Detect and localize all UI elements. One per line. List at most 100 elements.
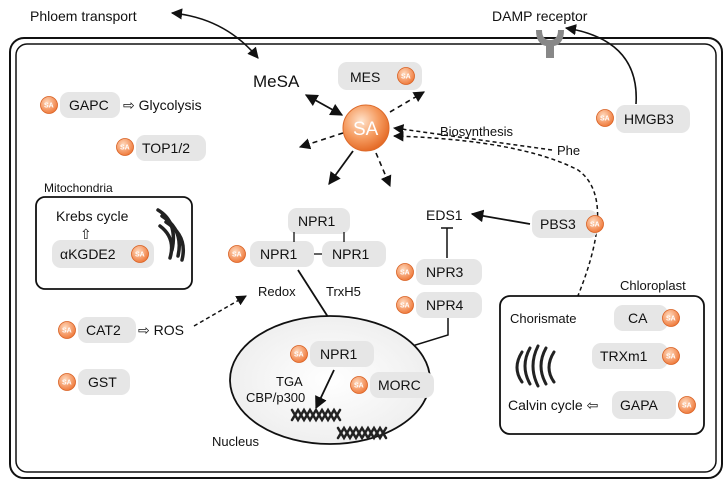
morc-label: MORC — [378, 377, 421, 393]
svg-text:SA: SA — [682, 403, 692, 410]
svg-text:SA: SA — [294, 352, 304, 359]
gapa-box — [612, 391, 676, 419]
sa-badge-icon: SA — [58, 321, 76, 339]
chorismate-label: Chorismate — [510, 311, 576, 326]
dna-helix-icon — [290, 407, 388, 441]
redox-label: Redox — [258, 284, 296, 299]
ca-label: CA — [628, 310, 648, 326]
svg-text:SA: SA — [400, 303, 410, 310]
sa-badge-icon: SA — [397, 67, 415, 85]
npr1-left-label: NPR1 — [260, 246, 298, 262]
npr4-box — [416, 292, 482, 318]
cat2-box — [78, 317, 136, 343]
svg-text:SA: SA — [232, 252, 242, 259]
svg-text:SA: SA — [401, 74, 411, 81]
mesa-label: MeSA — [253, 72, 300, 91]
cell-inner-membrane — [15, 43, 717, 473]
sa-mesa-arrow — [304, 94, 344, 116]
svg-text:SA: SA — [400, 270, 410, 277]
hmgb3-box — [616, 105, 690, 133]
phloem-arrow — [170, 8, 259, 59]
sa-badge-icon: SA — [116, 138, 134, 156]
cbp-p300-label: CBP/p300 — [246, 390, 305, 405]
damp-receptor-icon — [536, 30, 564, 58]
npr3-inhibits-eds1 — [441, 227, 453, 258]
pbs3-box — [532, 210, 598, 238]
calvin-cycle-label: Calvin cycle ⇦ — [508, 397, 598, 413]
gapc-box — [60, 92, 120, 118]
svg-text:SA: SA — [135, 252, 145, 259]
npr1-right-box — [322, 241, 386, 267]
akgde2-box — [52, 240, 154, 268]
sa-badge-icon: SA — [58, 373, 76, 391]
sa-badge-icon: SA — [678, 396, 696, 414]
gapc-label: GAPC — [69, 97, 109, 113]
phloem-transport-label: Phloem transport — [30, 8, 137, 24]
hmgb3-to-receptor-arrow — [564, 24, 637, 105]
sa-badge-icon: SA — [586, 215, 604, 233]
gst-box — [78, 369, 130, 395]
sa-badge-icon: SA — [396, 263, 414, 281]
pbs3-label: PBS3 — [540, 216, 576, 232]
mitochondria-cristae-icon — [156, 208, 185, 262]
trxm1-box — [592, 343, 668, 369]
sa-mes-dashed-arrow — [389, 91, 425, 113]
npr1-to-dna-arrow — [315, 369, 335, 410]
svg-text:SA: SA — [120, 145, 130, 152]
sa-badge-icon: SA — [396, 296, 414, 314]
krebs-up-arrow: ⇧ — [80, 226, 92, 242]
sa-badge-icon: SA — [596, 109, 614, 127]
sa-badge-icon: SA — [662, 347, 680, 365]
sa-badge-icon: SA — [350, 376, 368, 394]
sa-badge-icon: SA — [662, 309, 680, 327]
phe-label: Phe — [557, 143, 580, 158]
eds1-label: EDS1 — [426, 207, 463, 223]
phe-to-sa-arrow — [392, 124, 553, 151]
gst-label: GST — [88, 374, 117, 390]
svg-text:SA: SA — [600, 116, 610, 123]
npr4-label: NPR4 — [426, 297, 464, 313]
sa-central-node: SA — [342, 104, 390, 152]
sa-badge-icon: SA — [131, 245, 149, 263]
npr1-right-label: NPR1 — [332, 246, 370, 262]
svg-text:SA: SA — [44, 103, 54, 110]
top12-box — [136, 135, 206, 161]
trxh5-label: TrxH5 — [326, 284, 361, 299]
mes-label: MES — [350, 69, 380, 85]
npr1-nucleus-box — [310, 341, 374, 367]
svg-text:SA: SA — [62, 328, 72, 335]
pbs3-to-eds1-arrow — [470, 209, 531, 225]
cell-outer-wall — [9, 37, 723, 479]
sa-badge-icon: SA — [228, 245, 246, 263]
top12-label: TOP1/2 — [142, 140, 190, 156]
svg-text:SA: SA — [62, 380, 72, 387]
damp-receptor-label: DAMP receptor — [492, 8, 588, 24]
npr3-box — [416, 259, 482, 285]
cat2-label: CAT2 — [86, 322, 121, 338]
glycolysis-label: ⇨ Glycolysis — [123, 97, 202, 113]
ros-label: ⇨ ROS — [138, 322, 184, 338]
nucleus-label: Nucleus — [212, 434, 259, 449]
akgde2-label: αKGDE2 — [60, 246, 116, 262]
krebs-cycle-label: Krebs cycle — [56, 208, 129, 224]
sa-eds1-dashed-arrow — [375, 152, 392, 188]
sa-badge-icon: SA — [290, 345, 308, 363]
hmgb3-label: HMGB3 — [624, 111, 674, 127]
chorismate-to-sa-arrow — [392, 131, 599, 311]
npr1-left-box — [250, 241, 314, 267]
npr1-disulfide-links — [293, 232, 345, 255]
svg-text:SA: SA — [354, 383, 364, 390]
ca-box — [614, 305, 668, 331]
ros-to-redox-arrow — [193, 295, 247, 327]
npr1-nucleus-label: NPR1 — [320, 346, 358, 362]
svg-text:SA: SA — [590, 222, 600, 229]
sa-npr1-arrow — [328, 150, 354, 186]
mitochondria-label: Mitochondria — [44, 181, 113, 195]
npr1-top-box — [288, 208, 350, 234]
svg-text:SA: SA — [353, 119, 379, 140]
thylakoid-stack-icon — [515, 344, 556, 388]
tga-label: TGA — [276, 374, 303, 389]
npr1-top-label: NPR1 — [298, 213, 336, 229]
